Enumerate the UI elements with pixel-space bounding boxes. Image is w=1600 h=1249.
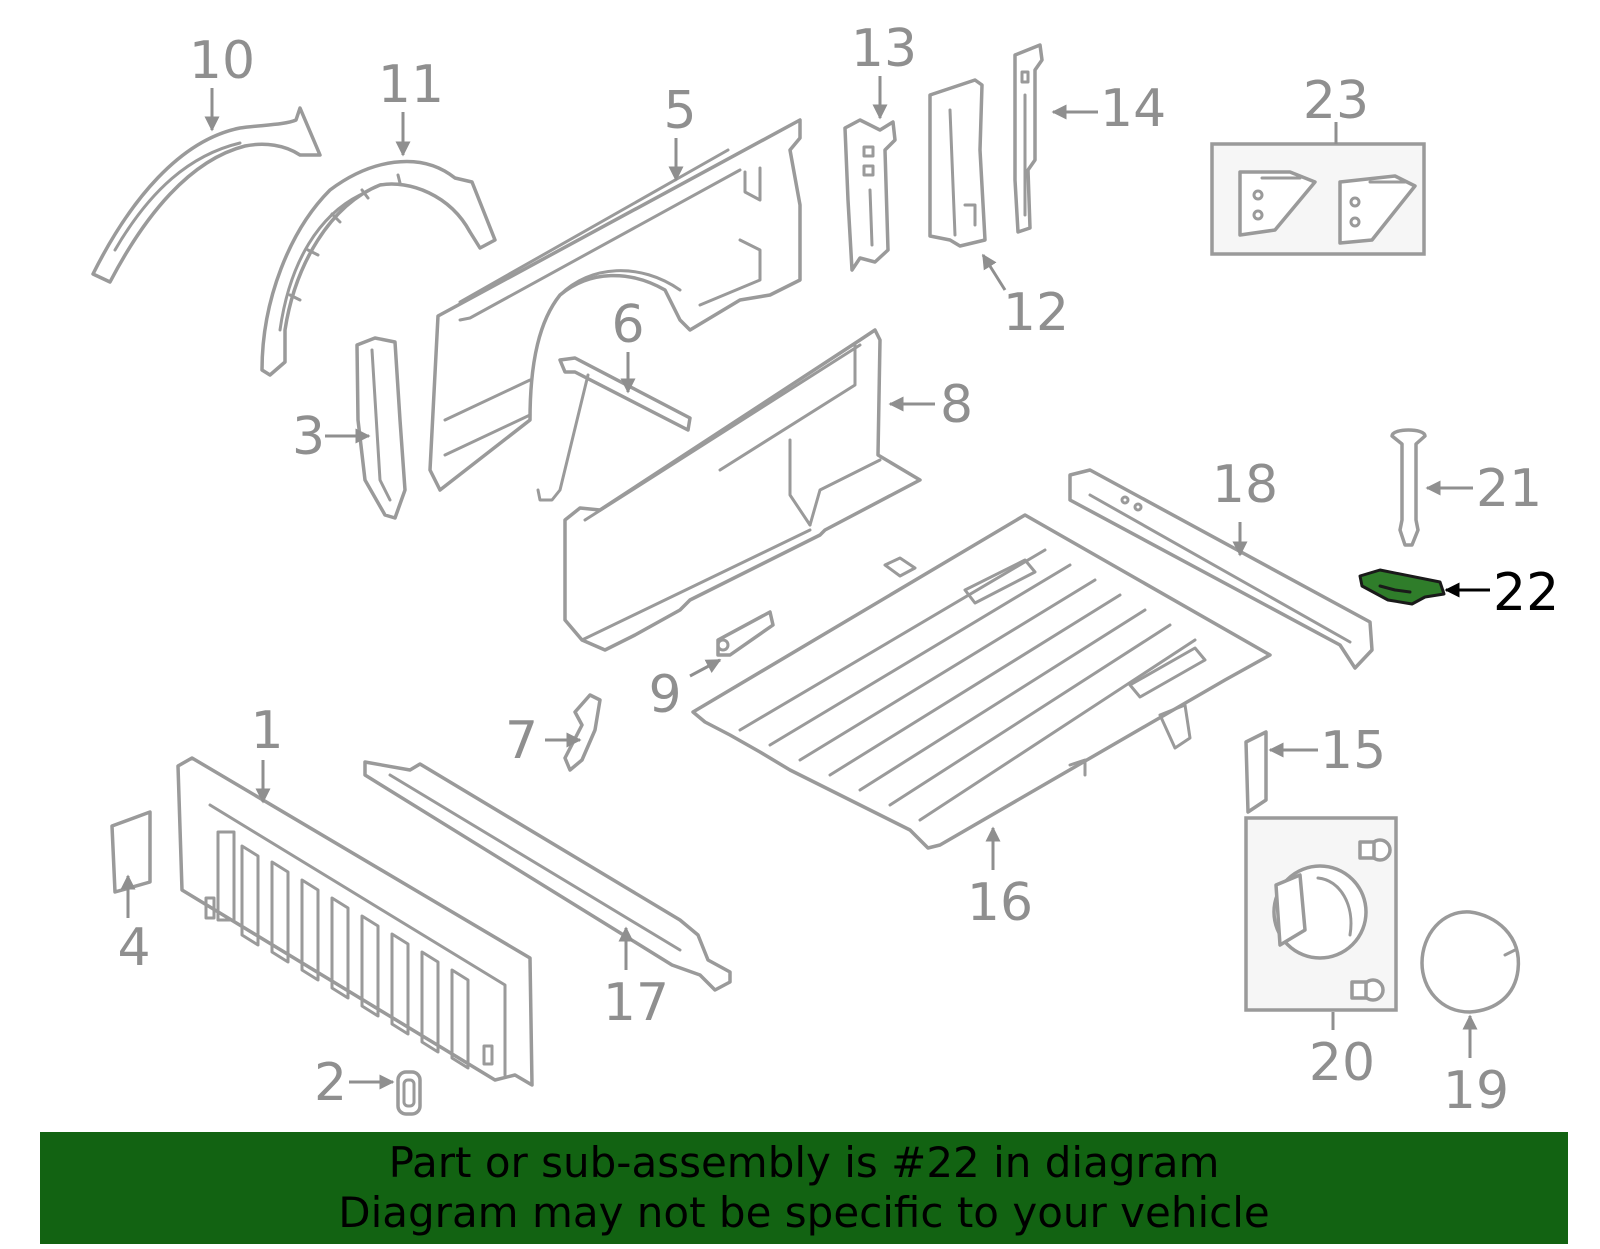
leader-lines xyxy=(120,76,1490,1090)
part-17-side-rail[interactable] xyxy=(363,760,732,992)
part-2-plug[interactable] xyxy=(396,1070,422,1116)
callout-13: 13 xyxy=(851,19,917,79)
callout-15: 15 xyxy=(1320,721,1386,781)
part-14-stake-pocket[interactable] xyxy=(1013,43,1044,234)
part-9-clip[interactable] xyxy=(716,610,775,657)
part-16-box-floor[interactable] xyxy=(691,513,1272,850)
callout-2: 2 xyxy=(314,1053,347,1113)
callout-17: 17 xyxy=(603,973,669,1033)
callout-5: 5 xyxy=(663,81,696,141)
part-5-box-side-panel[interactable] xyxy=(428,118,802,492)
banner-line-disclaimer: Diagram may not be specific to your vehi… xyxy=(338,1188,1270,1237)
callout-6: 6 xyxy=(611,295,644,355)
part-6-brace-rod[interactable] xyxy=(536,356,692,502)
callout-9: 9 xyxy=(648,665,681,725)
part-23-bracket-kit[interactable] xyxy=(1210,142,1426,256)
part-22-retainer-highlighted[interactable] xyxy=(1358,568,1446,606)
part-15-plate[interactable] xyxy=(1244,730,1268,814)
part-20-fuel-door-housing[interactable] xyxy=(1244,816,1398,1012)
callout-4: 4 xyxy=(117,918,150,978)
callout-8: 8 xyxy=(940,375,973,435)
callout-16: 16 xyxy=(967,873,1033,933)
callout-18: 18 xyxy=(1212,455,1278,515)
part-1-tailgate[interactable] xyxy=(176,756,534,1087)
part-8-front-panel[interactable] xyxy=(563,328,922,652)
callout-21: 21 xyxy=(1476,459,1542,519)
callout-14: 14 xyxy=(1100,79,1166,139)
callout-3: 3 xyxy=(292,407,325,467)
callout-11: 11 xyxy=(378,55,444,115)
part-11-wheelhouse-liner[interactable] xyxy=(260,159,497,377)
part-19-fuel-door[interactable] xyxy=(1420,910,1521,1014)
callout-7: 7 xyxy=(505,711,538,771)
part-3-corner-brace[interactable] xyxy=(355,336,407,520)
callout-labels: 10 11 5 6 13 12 14 23 3 8 9 7 18 21 22 1… xyxy=(117,19,1559,1121)
part-12-rear-pillar[interactable] xyxy=(928,78,987,248)
callout-22-highlighted: 22 xyxy=(1493,563,1559,623)
callout-23: 23 xyxy=(1303,71,1369,131)
callout-10: 10 xyxy=(189,31,255,91)
callout-20: 20 xyxy=(1309,1033,1375,1093)
info-banner: Part or sub-assembly is #22 in diagram D… xyxy=(40,1132,1568,1244)
part-10-wheel-arch-trim[interactable] xyxy=(91,106,322,284)
callout-12: 12 xyxy=(1003,283,1069,343)
callout-1: 1 xyxy=(250,701,283,761)
part-13-front-pillar[interactable] xyxy=(843,118,897,272)
part-4-pad[interactable] xyxy=(110,810,152,894)
part-7-hook[interactable] xyxy=(563,693,602,772)
part-18-rear-sill[interactable] xyxy=(1068,468,1374,670)
callout-19: 19 xyxy=(1443,1061,1509,1121)
part-21-bolt[interactable] xyxy=(1390,428,1427,547)
banner-line-part-number: Part or sub-assembly is #22 in diagram xyxy=(388,1138,1220,1187)
